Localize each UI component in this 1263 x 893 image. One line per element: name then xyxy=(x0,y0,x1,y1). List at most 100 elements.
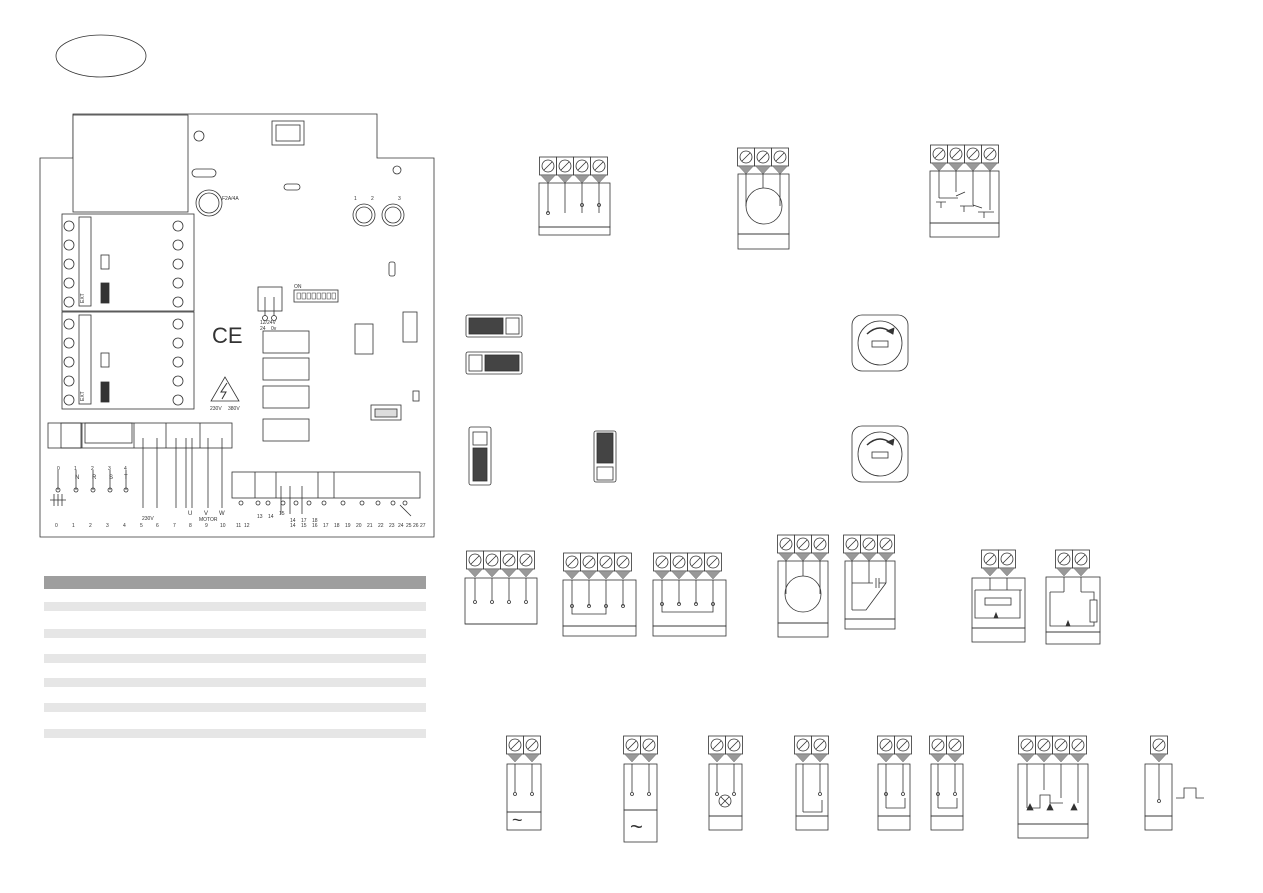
terminal-diagram-lamp xyxy=(708,735,743,831)
svg-text:26: 26 xyxy=(413,523,419,529)
svg-text:10: 10 xyxy=(220,523,226,529)
button-label-1: 1 xyxy=(354,196,357,202)
svg-text:8: 8 xyxy=(189,523,192,529)
terminal-diagram-capacitor xyxy=(843,534,896,630)
terminal-diagram-switch-3 xyxy=(929,735,964,831)
svg-text:14: 14 xyxy=(268,514,274,520)
dip-on-label: ON xyxy=(294,284,302,290)
svg-text:18: 18 xyxy=(312,518,318,524)
svg-text:0: 0 xyxy=(55,523,58,529)
svg-text:27: 27 xyxy=(420,523,426,529)
mains-letter-n: N xyxy=(75,475,79,481)
svg-text:24: 24 xyxy=(398,523,404,529)
plugin-slot-3 xyxy=(262,385,310,409)
mains-letter-s: S xyxy=(109,475,113,481)
terminal-diagram-resistor-h xyxy=(971,549,1026,643)
svg-text:6: 6 xyxy=(156,523,159,529)
table-row xyxy=(44,629,426,638)
svg-text:16: 16 xyxy=(312,523,318,529)
board-labels: F2A/4A CE 230V 380V EXT EXT ON 12/24V 24… xyxy=(55,196,426,529)
mains-num-1: 1 xyxy=(74,466,77,472)
svg-text:19: 19 xyxy=(345,523,351,529)
svg-text:20: 20 xyxy=(356,523,362,529)
jumper-label: 12/24V xyxy=(260,320,277,326)
svg-text:23: 23 xyxy=(389,523,395,529)
small-numbers-left: 13 14 15 xyxy=(257,511,285,520)
svg-text:7: 7 xyxy=(173,523,176,529)
table-row xyxy=(44,678,426,687)
mains-num-4: 4 xyxy=(124,466,127,472)
terminal-diagram-4way-c xyxy=(652,552,727,637)
pulse-icon xyxy=(1176,787,1204,799)
terminal-diagram-4way-a xyxy=(464,550,538,625)
ce-mark: CE xyxy=(212,323,243,348)
table-row xyxy=(44,654,426,663)
relay-1-label: EXT xyxy=(80,293,86,303)
svg-text:15: 15 xyxy=(279,511,285,517)
mains-terminal-block xyxy=(47,422,233,449)
terminal-diagram-4way-b xyxy=(562,552,637,637)
jumper-pin-right: 0v xyxy=(271,326,277,332)
rotary-trimmer-bottom xyxy=(851,425,909,483)
table-row xyxy=(44,703,426,712)
terminal-diagram-pulse xyxy=(1144,735,1204,831)
dip-switch xyxy=(293,289,339,303)
phase-v: V xyxy=(204,511,208,517)
svg-text:15: 15 xyxy=(301,523,307,529)
ac-symbol-2: ~ xyxy=(630,814,643,839)
terminal-diagram-3way-circle xyxy=(737,147,790,250)
jumper-block xyxy=(257,286,283,312)
svg-text:12: 12 xyxy=(244,523,250,529)
rotary-trimmer-top xyxy=(851,314,909,372)
svg-text:25: 25 xyxy=(406,523,412,529)
fuse-icon xyxy=(195,189,223,217)
mains-letter-t: T xyxy=(124,475,128,481)
voltage-label: 230V xyxy=(142,516,154,522)
title-oval xyxy=(55,34,147,78)
svg-text:9: 9 xyxy=(205,523,208,529)
mains-num-2: 2 xyxy=(91,466,94,472)
selector-switch-vertical-up xyxy=(593,430,617,483)
svg-text:11: 11 xyxy=(236,523,241,529)
svg-text:4: 4 xyxy=(123,523,126,529)
mains-num-3: 3 xyxy=(108,466,111,472)
svg-text:14: 14 xyxy=(290,518,296,524)
terminal-diagram-switch-1 xyxy=(794,735,829,831)
motor-label: MOTOR xyxy=(199,517,218,523)
svg-text:17: 17 xyxy=(301,518,307,524)
warning-text-right: 380V xyxy=(228,406,240,412)
fuse-label: F2A/4A xyxy=(222,196,239,202)
selector-switch-vertical-down xyxy=(468,426,492,486)
terminal-diagram-4way-bottom xyxy=(1017,735,1089,839)
control-board xyxy=(39,113,435,538)
phase-w: W xyxy=(219,511,225,517)
svg-text:1: 1 xyxy=(72,523,75,529)
transformer xyxy=(72,114,189,213)
terminal-diagram-motor xyxy=(777,534,829,638)
terminal-diagram-4way-top xyxy=(538,156,611,236)
small-numbers-top: 14 17 18 xyxy=(290,518,318,524)
plugin-slot-1 xyxy=(262,330,310,354)
bottom-numbers-left: 0 1 2 3 4 5 6 7 8 9 10 11 12 xyxy=(55,523,250,529)
warning-triangle-icon xyxy=(210,376,240,402)
relay-terminals-right xyxy=(172,220,184,406)
svg-text:17: 17 xyxy=(323,523,329,529)
selector-switch-right-on xyxy=(465,351,523,375)
plugin-slot-2 xyxy=(262,357,310,381)
svg-text:22: 22 xyxy=(378,523,384,529)
selector-switch-left-on xyxy=(465,314,523,338)
svg-text:14: 14 xyxy=(290,523,296,529)
svg-text:21: 21 xyxy=(367,523,373,529)
svg-text:13: 13 xyxy=(257,514,263,520)
table-row xyxy=(44,729,426,738)
plugin-slot-4 xyxy=(262,418,310,442)
terminal-diagram-switch-2 xyxy=(877,735,912,831)
push-button-1 xyxy=(352,203,376,227)
phase-u: U xyxy=(188,511,192,517)
fuse-holder-top xyxy=(271,120,305,146)
bottom-numbers-right: 14 15 16 17 18 19 20 21 22 23 24 25 26 2… xyxy=(290,523,426,529)
relay-terminals-left xyxy=(63,220,75,406)
terminal-diagram-ac-2 xyxy=(623,735,658,843)
ac-symbol-1: ~ xyxy=(512,810,523,830)
